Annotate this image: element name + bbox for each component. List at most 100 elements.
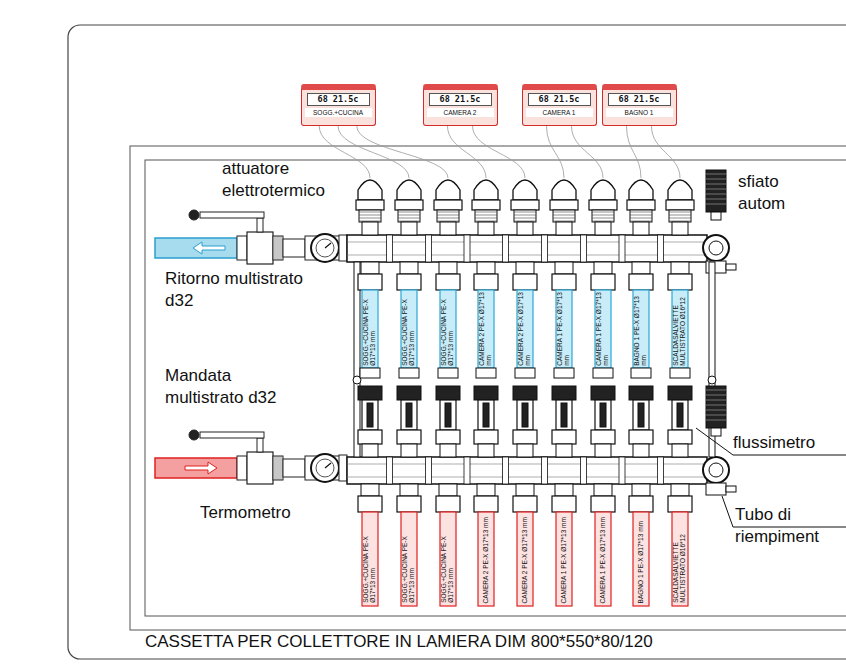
return-bar-divider — [387, 235, 393, 262]
actuator-dome — [358, 180, 382, 200]
return-flow-arrow — [193, 242, 225, 254]
supply-tube — [556, 512, 572, 606]
air-vent-stem — [711, 428, 721, 436]
actuator-thread — [630, 218, 652, 219]
actuator-dome — [591, 180, 615, 200]
supply-tube — [440, 512, 456, 606]
flowmeter-body — [478, 444, 494, 457]
supply-tube — [362, 512, 378, 606]
actuator-body — [514, 210, 536, 222]
flowmeter-glass — [556, 400, 572, 430]
actuator-nut — [550, 200, 578, 210]
supply-tube — [672, 512, 688, 606]
thermostat-wire — [473, 126, 526, 178]
air-vent-rib — [706, 405, 726, 406]
return-tube — [401, 290, 417, 368]
actuator-nut — [472, 200, 500, 210]
air-vent-rib — [706, 400, 726, 401]
bracket-screw — [708, 376, 716, 384]
part-label: Tubo di riempiment — [735, 504, 843, 548]
supply-bar-divider — [503, 457, 509, 484]
actuator-body — [437, 210, 459, 222]
outlet-fitting — [594, 484, 612, 496]
tube-nut — [631, 368, 651, 378]
supply-drain-outlet — [726, 486, 736, 492]
supply-bar-divider — [426, 457, 432, 484]
valve-insert — [556, 222, 572, 235]
flowmeter-scale — [677, 403, 683, 427]
actuator-body — [630, 210, 652, 222]
thermostat-wire — [572, 126, 604, 178]
return-bar-edge — [347, 242, 707, 243]
flowmeter-nut — [668, 430, 692, 444]
supply-bar-divider — [658, 457, 664, 484]
actuator-thread — [437, 215, 459, 216]
tube-label: CAMERA 1 PE-X Ø17*13 mm — [600, 515, 607, 603]
return-tube — [362, 290, 378, 368]
outlet-nut — [474, 274, 498, 290]
supply-bar-nut — [339, 455, 347, 481]
actuator-thread — [475, 218, 497, 219]
leader-underline — [733, 455, 846, 456]
outlet-nut — [591, 274, 615, 290]
actuator-thread — [553, 218, 575, 219]
actuator-nut — [434, 200, 462, 210]
tube-nut — [476, 368, 496, 378]
tube-nut — [593, 368, 613, 378]
outlet-fitting — [516, 484, 534, 496]
supply-fitting — [283, 459, 305, 477]
return-tube — [595, 290, 611, 368]
flowmeter-glass — [517, 400, 533, 430]
supply-bar — [347, 457, 707, 484]
thermostat-wire — [547, 126, 565, 178]
actuator-thread — [669, 218, 691, 219]
generated-parts — [155, 126, 846, 606]
actuator-nut — [589, 200, 617, 210]
thermostat-display: 68 21.5c — [307, 93, 370, 106]
actuator-thread — [592, 212, 614, 213]
flowmeter-body — [556, 444, 572, 457]
return-bar-divider — [464, 235, 470, 262]
outlet-fitting — [439, 262, 457, 274]
actuator-thread — [359, 215, 381, 216]
actuator-dome — [474, 180, 498, 200]
part-label: Ritorno multistrato d32 — [165, 268, 310, 312]
return-thread — [277, 236, 278, 260]
supply-tube — [595, 512, 611, 606]
return-tube — [633, 290, 649, 368]
return-bar-divider — [426, 235, 432, 262]
flowmeter-nut — [552, 430, 576, 444]
tube-label: BAGNO 1 PE-X Ø17*13 mm — [634, 292, 648, 366]
flowmeter-body — [401, 444, 417, 457]
actuator-nut — [666, 200, 694, 210]
actuator-nut — [511, 200, 539, 210]
flowmeter-body — [672, 444, 688, 457]
outlet-fitting — [361, 262, 379, 274]
flowmeter-cap — [591, 386, 615, 400]
flowmeter-cap — [436, 386, 460, 400]
return-thermometer — [311, 234, 339, 262]
actuator-thread — [514, 221, 536, 222]
actuator-thread — [359, 212, 381, 213]
tube-label: SOGG.+CUCINA PE-X Ø17*13 mm — [363, 292, 377, 366]
supply-thread — [275, 456, 276, 480]
actuator-thread — [630, 221, 652, 222]
flowmeter-cap — [474, 386, 498, 400]
thermostat-wire — [627, 126, 642, 178]
return-tube — [517, 290, 533, 368]
bracket-rod — [354, 262, 360, 457]
actuator-thread — [669, 221, 691, 222]
valve-insert — [478, 222, 494, 235]
room-name: CAMERA 2 — [427, 108, 494, 117]
supply-valve-lever — [200, 432, 264, 438]
return-thread — [275, 236, 276, 260]
actuator-body — [398, 210, 420, 222]
sheet-frame — [68, 25, 846, 659]
air-vent-rib — [706, 174, 726, 175]
caption: CASSETTA PER COLLETTORE IN LAMIERA DIM 8… — [145, 632, 653, 652]
supply-lever-grip — [189, 430, 199, 440]
supply-thermometer — [311, 454, 339, 482]
actuator-body — [359, 210, 381, 222]
flowmeter-scale — [522, 403, 528, 427]
